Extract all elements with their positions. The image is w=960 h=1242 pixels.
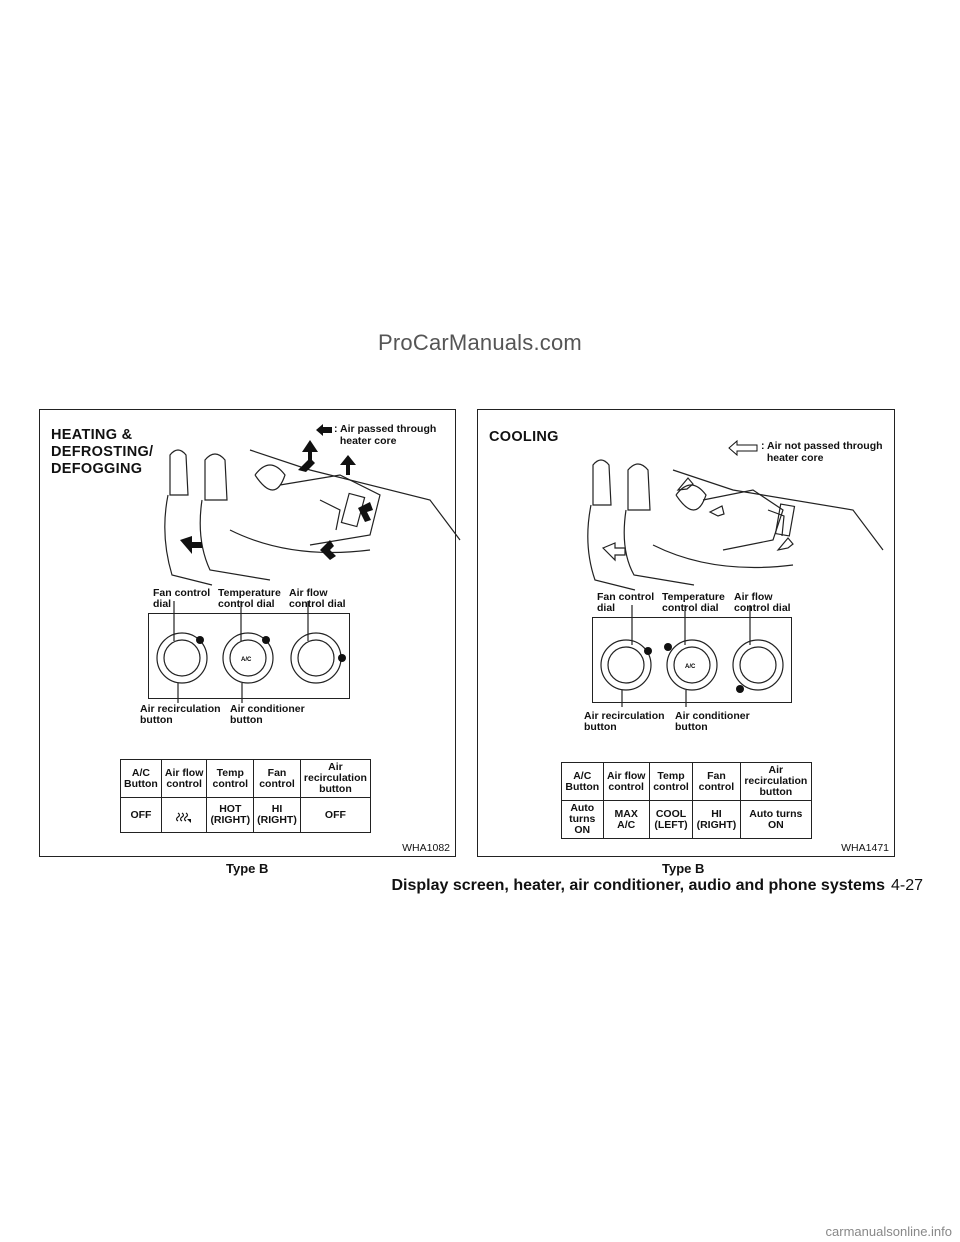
figure-code: WHA1082 bbox=[402, 842, 450, 854]
header-air-flow: Air flow control bbox=[160, 759, 208, 798]
air-recirculation-button-label: Air recirculation button bbox=[140, 703, 221, 726]
cell-temp: HOT (RIGHT) bbox=[206, 797, 255, 833]
header-ac-button: A/C Button bbox=[561, 762, 604, 801]
legend-text: : Air passed through heater core bbox=[334, 423, 437, 447]
air-conditioner-button-label: Air conditioner button bbox=[230, 703, 305, 726]
header-recirculation: Air recirculation button bbox=[739, 762, 813, 801]
legend-text: : Air not passed through heater core bbox=[761, 440, 883, 464]
climate-control-panel bbox=[148, 613, 350, 699]
cell-recirculation: OFF bbox=[299, 797, 372, 833]
cooling-title: COOLING bbox=[489, 429, 559, 445]
heating-title: HEATING & DEFROSTING/ DEFOGGING bbox=[51, 427, 154, 477]
car-interior-illustration bbox=[587, 459, 884, 591]
table-row: Auto turns ON MAX A/C COOL (LEFT) HI (RI… bbox=[561, 800, 813, 839]
climate-control-panel bbox=[592, 617, 792, 703]
ac-button-glyph: A/C bbox=[685, 664, 696, 670]
car-interior-illustration bbox=[164, 440, 461, 586]
watermark-carmanualsonline: carmanualsonline.info bbox=[825, 1224, 952, 1239]
left-caption: Type B bbox=[226, 861, 269, 876]
air-conditioner-button-label: Air conditioner button bbox=[675, 710, 750, 733]
ac-button-glyph: A/C bbox=[241, 657, 252, 663]
header-temp: Temp control bbox=[206, 759, 255, 798]
table-header-row: A/C Button Air flow control Temp control… bbox=[561, 762, 813, 801]
heating-figure-panel: HEATING & DEFROSTING/ DEFOGGING : Air pa… bbox=[39, 409, 461, 857]
page-number: 4-27 bbox=[890, 877, 923, 894]
header-temp: Temp control bbox=[648, 762, 694, 801]
table-row: OFF HOT (RIGHT) HI (RIGHT) OFF bbox=[120, 797, 372, 833]
figure-code: WHA1471 bbox=[841, 842, 889, 854]
temperature-control-dial-label: Temperature control dial bbox=[218, 587, 281, 610]
temperature-control-dial-label: Temperature control dial bbox=[662, 591, 725, 614]
cell-ac: Auto turns ON bbox=[561, 800, 604, 839]
cooling-settings-table: A/C Button Air flow control Temp control… bbox=[561, 762, 813, 839]
control-dials: A/C bbox=[156, 601, 346, 703]
header-fan: Fan control bbox=[692, 762, 741, 801]
fan-control-dial-label: Fan control dial bbox=[153, 587, 211, 610]
watermark-procarmanuals: ProCarManuals.com bbox=[378, 330, 582, 355]
filled-arrow-icon bbox=[316, 424, 332, 436]
header-recirculation: Air recirculation button bbox=[299, 759, 372, 798]
defrost-foot-mode-icon bbox=[176, 812, 192, 825]
cell-fan: HI (RIGHT) bbox=[253, 797, 301, 833]
outline-arrow-icon bbox=[728, 439, 758, 457]
section-title: Display screen, heater, air conditioner,… bbox=[391, 877, 885, 894]
header-air-flow: Air flow control bbox=[602, 762, 650, 801]
header-fan: Fan control bbox=[253, 759, 301, 798]
cell-ac: OFF bbox=[120, 797, 162, 833]
cell-fan: HI (RIGHT) bbox=[692, 800, 741, 839]
cell-air-flow: MAX A/C bbox=[602, 800, 650, 839]
heating-settings-table: A/C Button Air flow control Temp control… bbox=[120, 759, 372, 833]
air-recirculation-button-label: Air recirculation button bbox=[584, 710, 665, 733]
table-header-row: A/C Button Air flow control Temp control… bbox=[120, 759, 372, 798]
control-dials: A/C bbox=[600, 605, 784, 707]
cooling-figure-panel: COOLING : Air not passed through heater … bbox=[477, 409, 895, 857]
page-footer: Display screen, heater, air conditioner,… bbox=[391, 877, 923, 895]
air-flow-control-dial-label: Air flow control dial bbox=[289, 587, 346, 610]
air-flow-control-dial-label: Air flow control dial bbox=[734, 591, 791, 614]
cell-temp: COOL (LEFT) bbox=[648, 800, 694, 839]
right-caption: Type B bbox=[662, 861, 705, 876]
header-ac-button: A/C Button bbox=[120, 759, 162, 798]
cell-air-flow bbox=[160, 797, 208, 833]
fan-control-dial-label: Fan control dial bbox=[597, 591, 655, 614]
cell-recirculation: Auto turns ON bbox=[739, 800, 813, 839]
